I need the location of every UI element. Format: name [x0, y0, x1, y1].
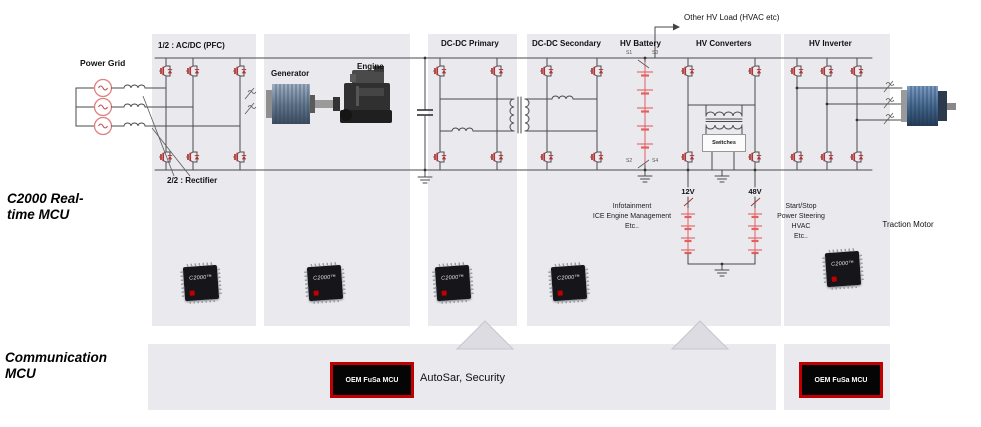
ground-icon: [714, 269, 730, 277]
traction-motor-label: Traction Motor: [882, 220, 934, 229]
ti-logo: [189, 290, 195, 296]
chip-label: C2000™: [189, 274, 213, 282]
engine-image: [340, 66, 392, 123]
c2000-chip: C2000™: [548, 262, 590, 304]
chip-label: C2000™: [441, 274, 465, 282]
hv-inverter-bridge: [790, 58, 903, 170]
loads-48v-item: Etc..: [793, 233, 808, 240]
loads-48v-item: Start/Stop: [785, 203, 817, 210]
acdc-header: 1/2 : AC/DC (PFC): [158, 41, 225, 50]
oem-fusa-mcu-box: OEM FuSa MCU: [799, 362, 883, 398]
inductor-icon: [123, 103, 146, 108]
switches-label: Switches: [712, 140, 736, 146]
dcdc-primary-header: DC-DC Primary: [441, 39, 499, 48]
rail-48v-label: 48V: [748, 187, 762, 196]
battery-tap-label: S4: [652, 158, 659, 164]
hv-converters-bridge: [681, 58, 761, 183]
generator-label: Generator: [271, 69, 310, 78]
dcdc-primary-bridge: [433, 58, 515, 170]
inductor-icon: [123, 122, 146, 127]
dc-link-capacitor: [417, 57, 433, 184]
c2000-chip: C2000™: [432, 262, 474, 304]
loads-48v-item: Power Steering: [777, 213, 825, 220]
realtime-mcu-title-line1: C2000 Real-: [7, 191, 84, 206]
power-grid-sources: [75, 78, 241, 136]
c2000-chip: C2000™: [822, 248, 864, 290]
up-arrow-icon: [455, 320, 515, 350]
other-hv-load-arrow: [654, 23, 680, 59]
oem-fusa-mcu-label: OEM FuSa MCU: [814, 376, 868, 384]
loads-48v-item: HVAC: [791, 223, 811, 230]
chip-pins: [438, 262, 465, 267]
ground-icon: [637, 175, 653, 183]
ground-icon: [417, 176, 433, 184]
autosar-security-label: AutoSar, Security: [420, 372, 505, 384]
loads-12v-item: Infotainment: [612, 203, 652, 210]
rectifier-label: 2/2 : Rectifier: [167, 176, 218, 185]
up-arrow-icon: [670, 320, 730, 350]
dcdc-transformer-icon: [509, 96, 530, 134]
inductor-icon: [123, 84, 146, 89]
chip-pins: [828, 248, 855, 253]
ti-logo: [441, 290, 447, 296]
communication-mcu-title: Communication MCU: [5, 350, 107, 381]
ti-logo: [831, 276, 837, 282]
ac-source-icon: [93, 78, 113, 98]
converter-transformer-icon: [705, 111, 743, 130]
battery-tap-label: S3: [652, 50, 659, 56]
oem-fusa-mcu-label: OEM FuSa MCU: [345, 376, 399, 384]
panel-communication: [148, 344, 776, 410]
junction-dots: [423, 56, 859, 266]
generator-image: [266, 84, 340, 124]
c2000-chip: C2000™: [304, 262, 346, 304]
aux-battery-12v: [679, 169, 697, 265]
hv-battery-stack: [635, 57, 655, 183]
chip-pins: [186, 262, 213, 267]
loads-12v-item: Etc..: [624, 223, 639, 230]
battery-tap-label: S2: [626, 158, 633, 164]
loads-12v-item: ICE Engine Management: [592, 213, 672, 220]
ground-icon: [714, 175, 730, 183]
hv-battery-header: HV Battery: [620, 39, 661, 48]
power-grid-label: Power Grid: [80, 58, 126, 68]
communication-mcu-title-line2: MCU: [5, 365, 36, 381]
chip-label: C2000™: [557, 274, 581, 282]
realtime-mcu-title-line2: time MCU: [7, 206, 70, 222]
engine-label: Engine: [357, 62, 384, 71]
other-hv-load-label: Other HV Load (HVAC etc): [684, 13, 780, 22]
chip-pins: [554, 262, 581, 267]
ti-logo: [313, 290, 319, 296]
oem-fusa-mcu-box: OEM FuSa MCU: [330, 362, 414, 398]
inductor-icon: [551, 95, 574, 100]
c2000-chip: C2000™: [180, 262, 222, 304]
inductor-icon: [451, 127, 474, 132]
rail-12v-label: 12V: [681, 187, 695, 196]
dcdc-secondary-bridge: [524, 58, 603, 170]
ti-logo: [557, 290, 563, 296]
chip-pins: [310, 262, 337, 267]
acdc-pfc-bridge: [142, 58, 257, 177]
dcdc-secondary-header: DC-DC Secondary: [532, 39, 601, 48]
aux-battery-48v: [687, 169, 764, 277]
chip-label: C2000™: [313, 274, 337, 282]
ac-source-icon: [93, 97, 113, 117]
hv-converters-header: HV Converters: [696, 39, 752, 48]
hv-inverter-header: HV Inverter: [809, 39, 852, 48]
loads-48v-list: Start/Stop Power Steering HVAC Etc..: [756, 202, 846, 242]
chip-label: C2000™: [831, 260, 855, 268]
dc-bus-lines: [154, 57, 873, 171]
loads-12v-list: Infotainment ICE Engine Management Etc..: [582, 202, 682, 232]
ac-source-icon: [93, 116, 113, 136]
switches-box: Switches: [702, 134, 746, 152]
battery-tap-label: S1: [626, 50, 633, 56]
traction-motor-image: [901, 86, 956, 126]
realtime-mcu-title: C2000 Real- time MCU: [7, 191, 84, 222]
communication-mcu-title-line1: Communication: [5, 350, 108, 365]
